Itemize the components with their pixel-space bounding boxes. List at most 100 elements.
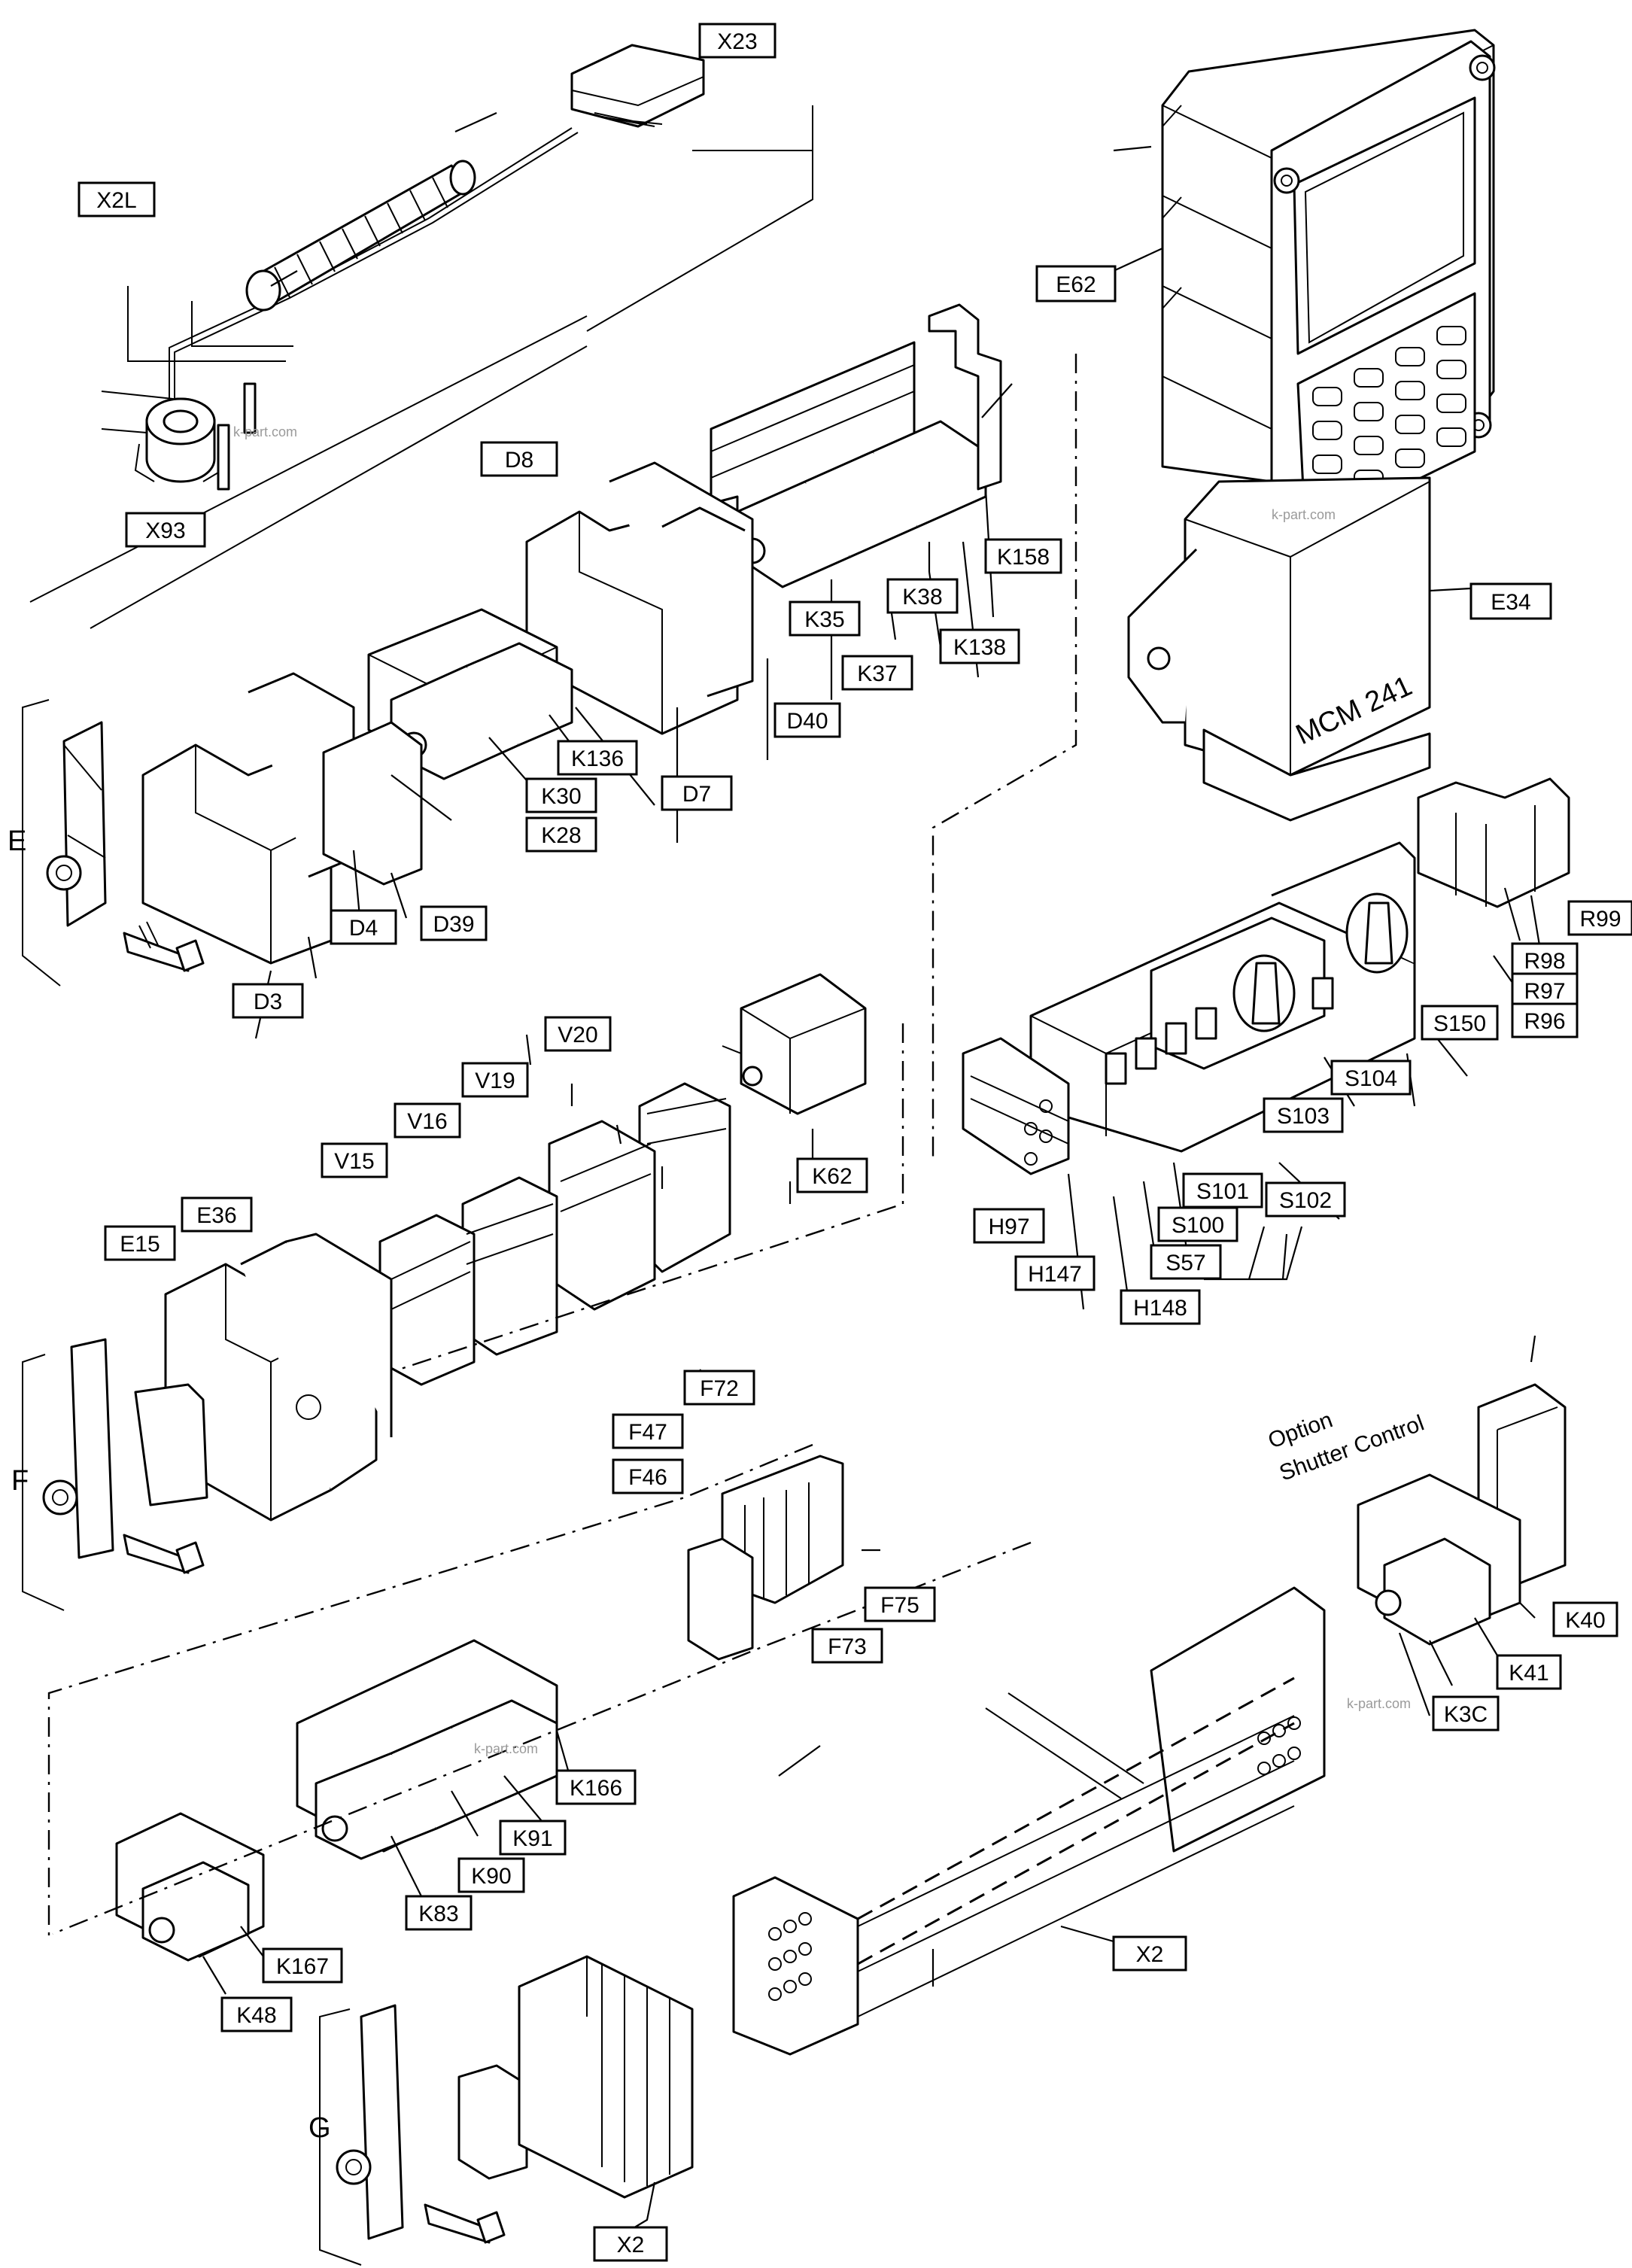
label-text: X2L bbox=[96, 188, 136, 213]
label-v16: V16 bbox=[394, 1102, 461, 1139]
separators bbox=[47, 354, 1077, 1941]
label-text: F73 bbox=[828, 1634, 867, 1659]
label-box bbox=[984, 538, 1062, 574]
label-text: F47 bbox=[628, 1420, 667, 1445]
label-text: K48 bbox=[236, 2003, 276, 2028]
label-k41: K41 bbox=[1496, 1654, 1562, 1690]
label-box bbox=[1511, 1002, 1579, 1038]
label-text: V20 bbox=[558, 1023, 597, 1047]
label-text: K91 bbox=[512, 1826, 552, 1851]
label-text: D39 bbox=[433, 912, 474, 937]
label-box bbox=[77, 181, 156, 217]
label-box bbox=[525, 777, 597, 813]
label-text: D7 bbox=[682, 782, 711, 807]
label-box bbox=[612, 1458, 684, 1494]
label-text: S104 bbox=[1345, 1066, 1397, 1091]
fuse-block bbox=[687, 1455, 844, 1661]
label-x93: X93 bbox=[125, 512, 206, 548]
label-r99: R99 bbox=[1567, 900, 1632, 936]
label-box bbox=[461, 1062, 529, 1098]
label-box bbox=[593, 2226, 668, 2262]
label-k167: K167 bbox=[262, 1947, 343, 1984]
label-text: X2 bbox=[617, 2233, 645, 2257]
label-d8: D8 bbox=[480, 441, 558, 477]
label-text: F72 bbox=[700, 1376, 739, 1401]
label-box bbox=[1432, 1695, 1500, 1731]
label-text: E36 bbox=[196, 1203, 236, 1228]
label-s101: S101 bbox=[1182, 1172, 1263, 1208]
label-box bbox=[886, 578, 959, 614]
label-s57: S57 bbox=[1150, 1244, 1222, 1280]
label-box bbox=[321, 1142, 388, 1178]
label-r96: R96 bbox=[1511, 1002, 1579, 1038]
label-text: H97 bbox=[988, 1215, 1029, 1239]
label-text: K40 bbox=[1565, 1608, 1605, 1633]
label-k40: K40 bbox=[1552, 1601, 1618, 1637]
label-k35: K35 bbox=[789, 600, 861, 637]
label-text: S102 bbox=[1279, 1188, 1332, 1213]
label-text: E34 bbox=[1491, 590, 1530, 615]
label-box bbox=[499, 1820, 567, 1856]
label-text: V16 bbox=[407, 1109, 447, 1134]
label-box bbox=[1552, 1601, 1618, 1637]
label-k48: K48 bbox=[220, 1996, 293, 2032]
label-box bbox=[612, 1413, 684, 1449]
label-text: K30 bbox=[541, 784, 581, 809]
label-f47: F47 bbox=[612, 1413, 684, 1449]
label-text: V15 bbox=[334, 1149, 374, 1174]
label-v20: V20 bbox=[544, 1016, 612, 1052]
label-h147: H147 bbox=[1014, 1255, 1096, 1291]
label-d3: D3 bbox=[232, 983, 304, 1019]
label-box bbox=[1511, 972, 1579, 1008]
label-text: K35 bbox=[804, 607, 844, 632]
label-text: H148 bbox=[1133, 1296, 1187, 1321]
label-s150: S150 bbox=[1421, 1005, 1499, 1041]
label-r97: R97 bbox=[1511, 972, 1579, 1008]
label-e62: E62 bbox=[1035, 265, 1117, 303]
label-box bbox=[1157, 1206, 1238, 1242]
label-x2l: X2L bbox=[77, 181, 156, 217]
mcm-controller: MCM 241 bbox=[1113, 29, 1498, 822]
label-box bbox=[1469, 582, 1552, 620]
label-d40: D40 bbox=[773, 702, 841, 738]
label-text: F75 bbox=[880, 1593, 919, 1618]
watermark-2: k-part.com bbox=[1272, 507, 1336, 522]
label-box bbox=[864, 1586, 936, 1622]
label-text: K3C bbox=[1444, 1702, 1488, 1727]
label-box bbox=[939, 628, 1020, 664]
label-s104: S104 bbox=[1330, 1060, 1412, 1096]
label-k30: K30 bbox=[525, 777, 597, 813]
label-box bbox=[1120, 1289, 1201, 1325]
label-text: K158 bbox=[997, 545, 1050, 570]
label-box bbox=[1421, 1005, 1499, 1041]
label-text: K83 bbox=[418, 1902, 458, 1926]
label-box bbox=[789, 600, 861, 637]
label-f75: F75 bbox=[864, 1586, 936, 1622]
label-text: D8 bbox=[505, 448, 533, 473]
label-text: E62 bbox=[1056, 272, 1096, 297]
label-text: R96 bbox=[1524, 1009, 1565, 1034]
label-text: H147 bbox=[1028, 1262, 1082, 1287]
label-text: K90 bbox=[471, 1864, 511, 1889]
label-s103: S103 bbox=[1263, 1097, 1344, 1133]
watermark-1: k-part.com bbox=[233, 424, 297, 439]
label-e34: E34 bbox=[1469, 582, 1552, 620]
label-text: S150 bbox=[1433, 1011, 1486, 1036]
group-F-letter: F bbox=[11, 1465, 29, 1497]
label-k38: K38 bbox=[886, 578, 959, 614]
label-text: D40 bbox=[786, 709, 828, 734]
label-f73: F73 bbox=[811, 1628, 883, 1664]
group-G-letter: G bbox=[308, 2112, 331, 2144]
label-v19: V19 bbox=[461, 1062, 529, 1098]
label-box bbox=[973, 1208, 1045, 1244]
label-box bbox=[220, 1996, 293, 2032]
label-box bbox=[841, 655, 913, 691]
label-box bbox=[232, 983, 304, 1019]
label-k91: K91 bbox=[499, 1820, 567, 1856]
relay-block-bottom bbox=[115, 1639, 558, 1962]
label-k166: K166 bbox=[555, 1769, 637, 1805]
label-k62: K62 bbox=[796, 1157, 868, 1193]
label-k3c: K3C bbox=[1432, 1695, 1500, 1731]
label-text: R98 bbox=[1524, 949, 1565, 974]
label-box bbox=[1035, 265, 1117, 303]
